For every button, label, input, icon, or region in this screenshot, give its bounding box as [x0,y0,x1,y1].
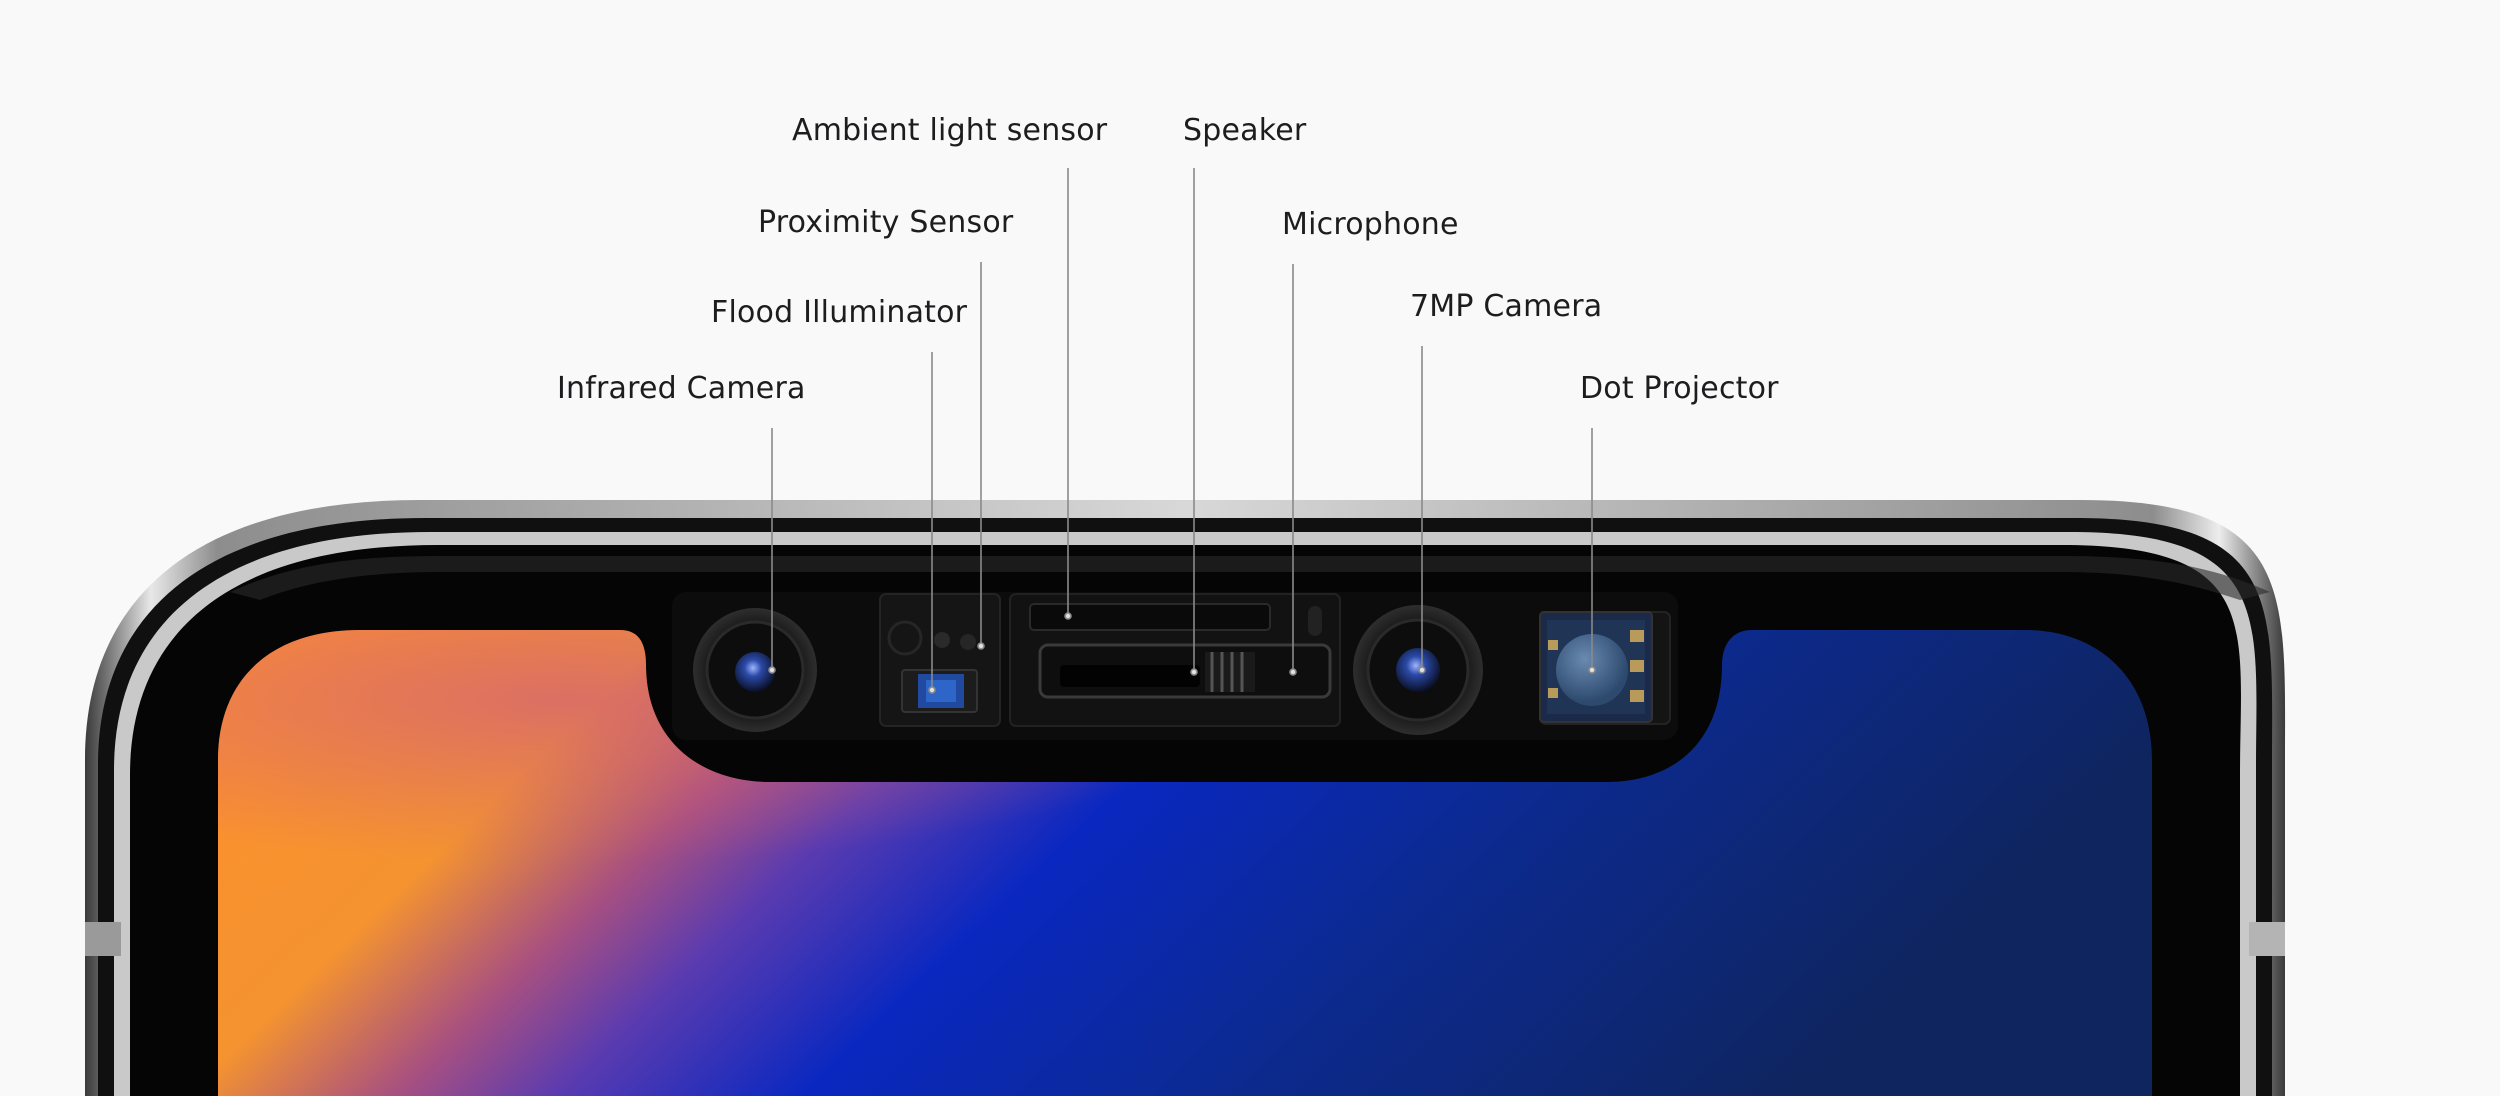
label-ambient-light-sensor: Ambient light sensor [792,113,1108,148]
label-speaker: Speaker [1183,113,1307,148]
speaker-grille [1038,643,1332,699]
leader-dot-infrared-camera [768,666,776,674]
leader-dot-speaker [1190,668,1198,676]
flood-illuminator-module [887,620,978,713]
leader-dot-flood-illuminator [928,686,936,694]
infrared-camera-lens [693,608,817,732]
leader-dot-7mp-camera [1418,666,1426,674]
front-camera-lens [1353,605,1483,735]
label-infrared-camera: Infrared Camera [557,371,806,406]
proximity-sensor-module [934,632,976,650]
side-button-left [85,922,121,956]
label-7mp-camera: 7MP Camera [1410,289,1603,324]
label-dot-projector: Dot Projector [1580,371,1779,406]
label-flood-illuminator: Flood Illuminator [711,295,968,330]
dot-projector-module [1539,611,1653,723]
leader-dot-proximity-sensor [977,642,985,650]
ambient-light-sensor-slot [1029,603,1271,631]
side-button-right [2249,922,2285,956]
label-microphone: Microphone [1282,207,1459,242]
microphone-hole [1308,606,1322,636]
leader-dot-microphone [1289,668,1297,676]
leader-dot-ambient-light-sensor [1064,612,1072,620]
label-proximity-sensor: Proximity Sensor [758,205,1014,240]
leader-dot-dot-projector [1588,666,1596,674]
